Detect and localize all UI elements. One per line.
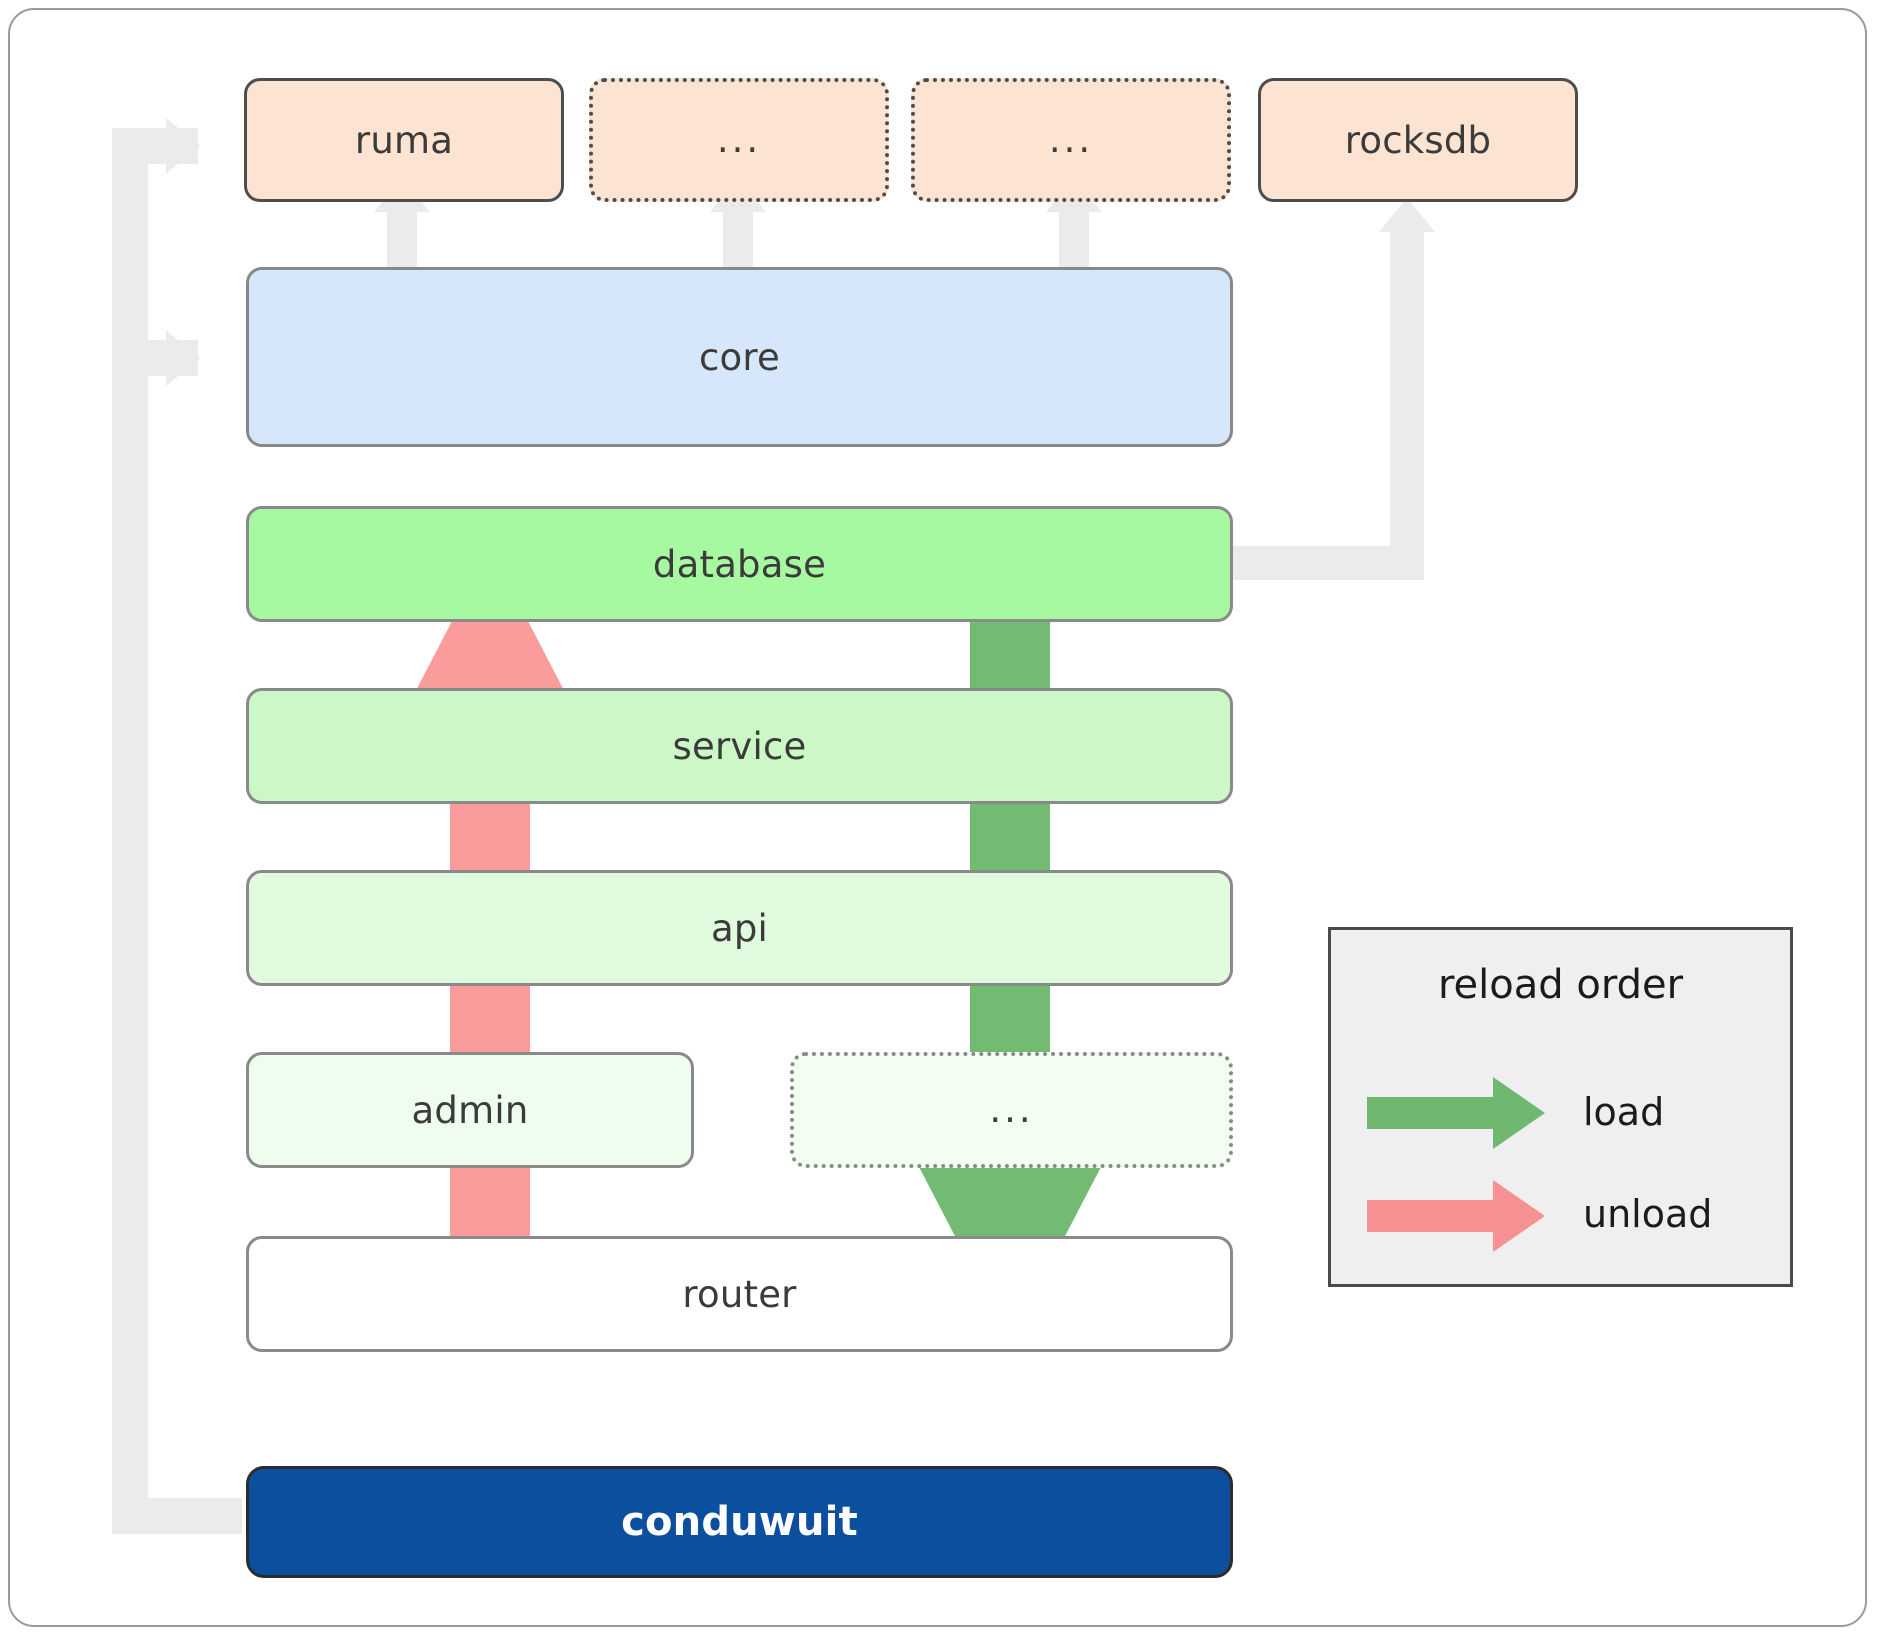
node-conduwuit-label: conduwuit (621, 1499, 858, 1545)
node-rocksdb[interactable]: rocksdb (1258, 78, 1578, 202)
connector-arrowhead-rocksdb (1379, 198, 1435, 232)
legend-load-label: load (1583, 1090, 1665, 1134)
legend-load-arrow-icon (1367, 1077, 1545, 1149)
node-admin-label: admin (411, 1088, 529, 1132)
node-core-label: core (699, 335, 780, 379)
node-core[interactable]: core (246, 267, 1233, 447)
node-dots-2-label: ... (1048, 118, 1094, 162)
node-dots-3-label: ... (989, 1088, 1034, 1132)
node-service-label: service (672, 724, 807, 768)
node-database[interactable]: database (246, 506, 1233, 622)
node-router[interactable]: router (246, 1236, 1233, 1352)
connector-trunk-vertical (112, 128, 148, 1498)
connector-trunk-to-conduwuit (112, 1498, 242, 1534)
legend-title: reload order (1437, 962, 1684, 1008)
node-api[interactable]: api (246, 870, 1233, 986)
node-conduwuit[interactable]: conduwuit (246, 1466, 1233, 1578)
node-rocksdb-label: rocksdb (1344, 118, 1492, 162)
node-dots-1[interactable]: ... (589, 78, 889, 202)
node-router-label: router (682, 1272, 797, 1316)
node-database-label: database (652, 542, 827, 586)
legend-unload-label: unload (1583, 1192, 1713, 1236)
connector-database-to-rocksdb-vertical (1390, 218, 1424, 580)
node-dots-2[interactable]: ... (911, 78, 1231, 202)
legend-panel: reload order load unload (1328, 927, 1793, 1287)
connector-arrowhead-core (166, 330, 200, 386)
legend-unload-arrow-icon (1367, 1180, 1545, 1252)
node-ruma-label: ruma (354, 118, 454, 162)
node-dots-1-label: ... (716, 118, 762, 162)
node-api-label: api (710, 906, 769, 950)
node-admin[interactable]: admin (246, 1052, 694, 1168)
node-service[interactable]: service (246, 688, 1233, 804)
node-dots-3[interactable]: ... (790, 1052, 1233, 1168)
node-ruma[interactable]: ruma (244, 78, 564, 202)
connector-arrowhead-ruma (166, 118, 200, 174)
